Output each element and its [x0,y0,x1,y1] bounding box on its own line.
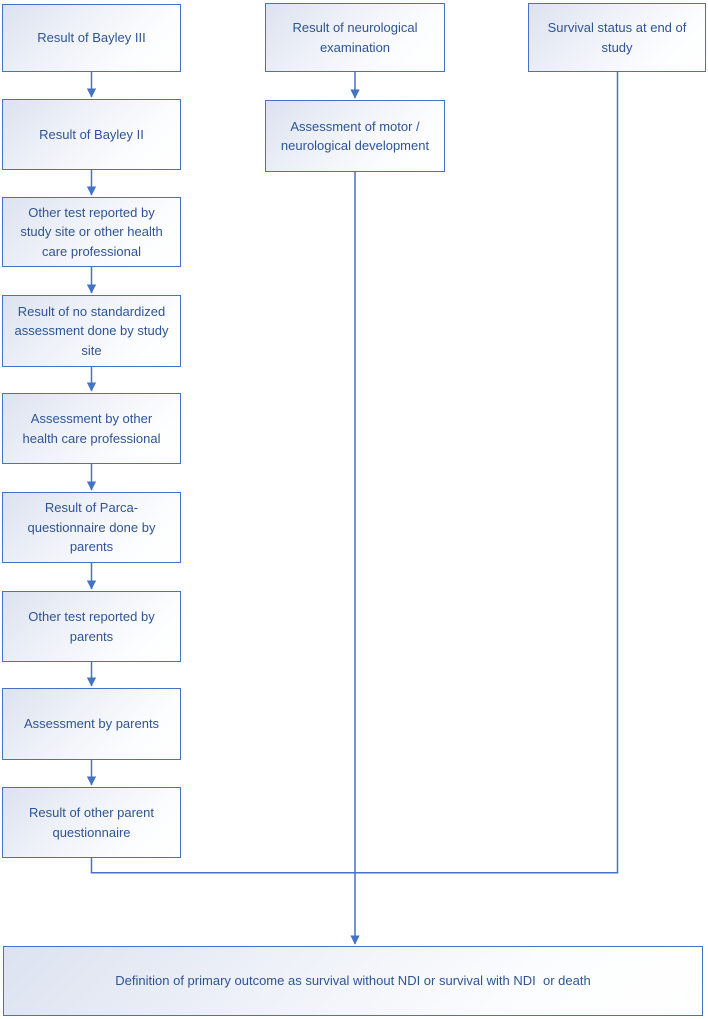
node-label: Result of Bayley III [37,30,146,46]
node-label: Result of no standardized assessment don… [14,303,169,358]
node-other-parent-questionnaire: Result of other parent questionnaire [2,787,181,858]
node-assessment-by-parents: Assessment by parents [2,688,181,760]
node-assessment-other-hcp: Assessment by other health care professi… [2,393,181,464]
node-primary-outcome-definition: Definition of primary outcome as surviva… [3,946,703,1016]
node-label: Result of other parent questionnaire [28,805,155,840]
node-label: Assessment by other health care professi… [22,411,161,446]
node-result-of-bayley-ii: Result of Bayley II [2,99,181,170]
node-label: Other test reported by study site or oth… [20,204,163,259]
node-other-test-study-site: Other test reported by study site or oth… [2,197,181,267]
node-label: Result of Bayley II [39,126,144,142]
node-label: Definition of primary outcome as surviva… [115,973,591,989]
node-survival-status: Survival status at end of study [528,3,706,72]
node-motor-neurological-development: Assessment of motor / neurological devel… [265,100,445,172]
node-neurological-examination: Result of neurological examination [265,3,445,72]
node-label: Assessment by parents [23,716,160,732]
node-other-test-parents: Other test reported by parents [2,591,181,662]
node-no-standardized-assessment: Result of no standardized assessment don… [2,295,181,367]
node-label: Assessment of motor / neurological devel… [280,118,430,154]
node-label: Other test reported by parents [28,609,155,644]
node-label: Result of Parca- questionnaire done by p… [27,500,156,555]
node-parca-questionnaire: Result of Parca- questionnaire done by p… [2,492,181,563]
node-result-of-bayley-iii: Result of Bayley III [2,4,181,72]
node-label: Survival status at end of study [547,20,687,55]
node-label: Result of neurological examination [292,20,418,55]
